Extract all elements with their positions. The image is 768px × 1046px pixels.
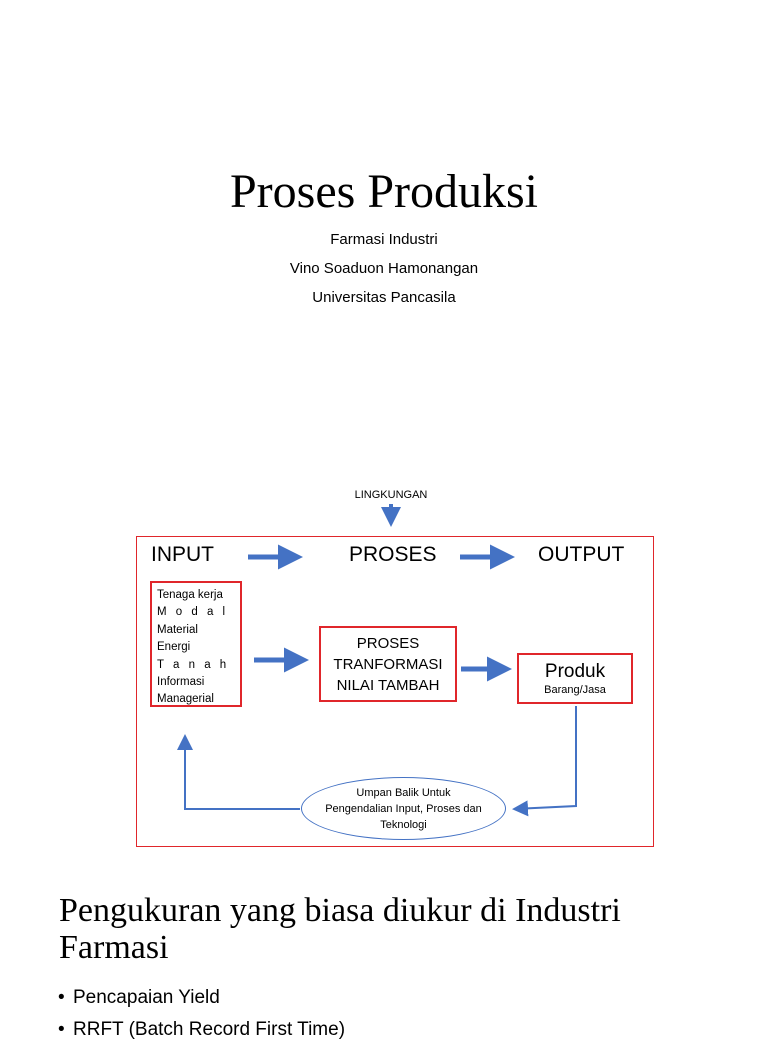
input-item: Managerial [157, 693, 214, 706]
feedback-line: Pengendalian Input, Proses dan [325, 802, 482, 815]
subtitle-author: Vino Soaduon Hamonangan [289, 260, 479, 277]
diagram-arrows [177, 504, 577, 817]
input-item: M o d a l [157, 606, 229, 619]
feedback-line: Teknologi [380, 818, 427, 831]
process-header: PROSES [349, 543, 437, 566]
section-title: Pengukuran yang biasa diukur di Industri… [59, 892, 621, 966]
subtitle-course: Farmasi Industri [330, 231, 438, 248]
transformation-line: PROSES [356, 634, 420, 652]
feedback-ellipse: Umpan Balik Untuk Pengendalian Input, Pr… [301, 777, 506, 840]
production-system-frame [136, 536, 654, 847]
slide-title: Proses Produksi [229, 165, 539, 218]
input-resources-box: Tenaga kerja M o d a l Material Energi T… [150, 581, 242, 707]
input-item: Tenaga kerja [157, 589, 223, 601]
feedback-line: Umpan Balik Untuk [356, 786, 451, 799]
input-item: Energi [157, 641, 191, 654]
transformation-line: NILAI TAMBAH [336, 676, 440, 694]
input-item: T a n a h [157, 658, 230, 671]
product-title: Produk [544, 660, 606, 682]
subtitle-university: Universitas Pancasila [312, 289, 456, 306]
product-to-feedback-arrow [512, 706, 577, 817]
transformation-line: TRANFORMASI [333, 655, 443, 673]
input-header: INPUT [151, 543, 214, 566]
product-subtitle: Barang/Jasa [544, 683, 606, 696]
bullet-item: Pencapaian Yield [58, 982, 345, 1014]
environment-label: LINGKUNGAN [354, 489, 428, 501]
feedback-to-input-arrow [177, 734, 300, 810]
transformation-box: PROSES TRANFORMASI NILAI TAMBAH [319, 626, 457, 702]
bullet-list: Pencapaian Yield RRFT (Batch Record Firs… [58, 982, 345, 1046]
input-item: Material [157, 623, 198, 636]
bullet-item: RRFT (Batch Record First Time) [58, 1014, 345, 1046]
product-box: Produk Barang/Jasa [517, 653, 633, 704]
input-item: Informasi [157, 676, 205, 689]
output-header: OUTPUT [538, 543, 625, 566]
